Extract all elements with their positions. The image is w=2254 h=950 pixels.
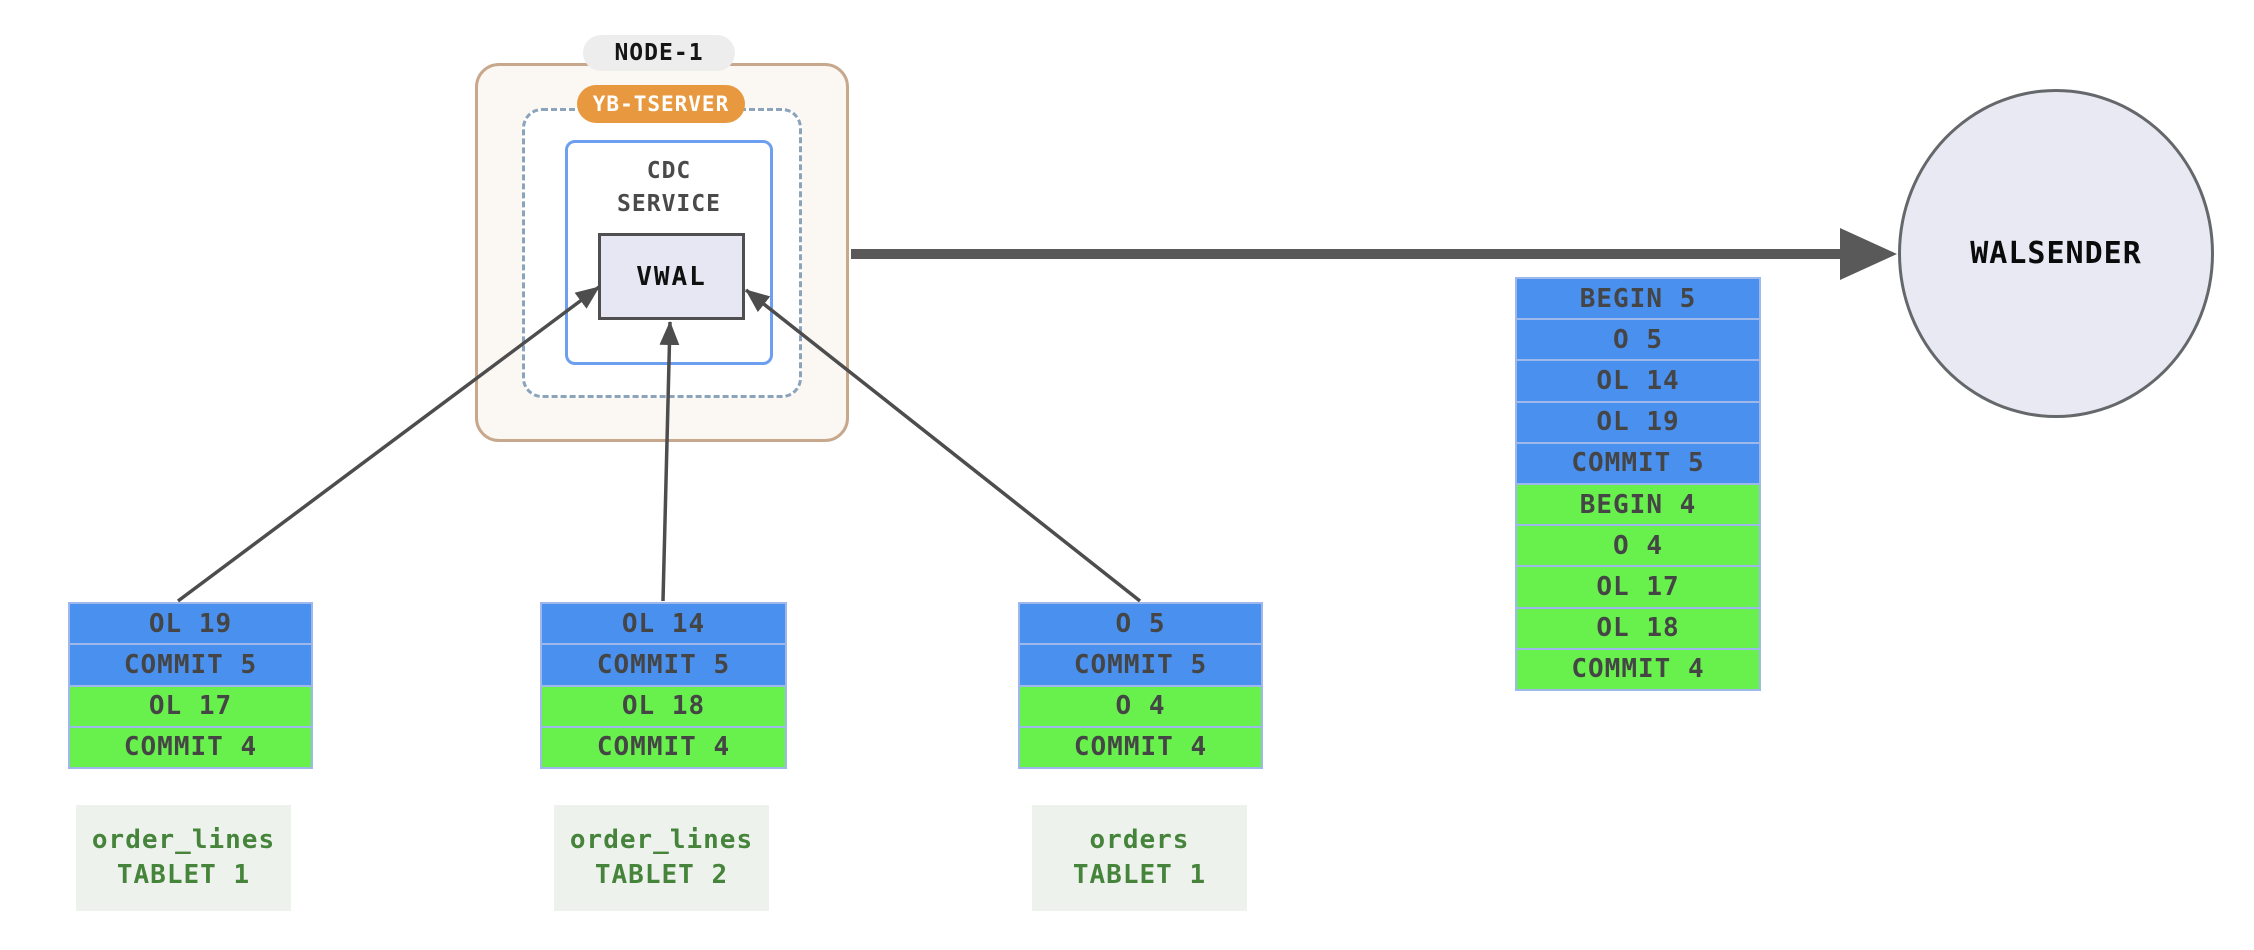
node1-label: NODE-1 [583, 35, 735, 71]
log-cell: COMMIT 5 [68, 643, 313, 687]
tablet3-table-name: orders [1089, 825, 1190, 855]
log-cell: OL 17 [68, 684, 313, 728]
log-cell: COMMIT 4 [1018, 725, 1263, 769]
tablet1-tablet-id: TABLET 1 [116, 860, 251, 890]
tablet2-name-plate: order_lines TABLET 2 [554, 805, 769, 911]
log-cell: OL 19 [68, 602, 313, 646]
log-cell: OL 18 [540, 684, 787, 728]
log-cell: BEGIN 5 [1515, 277, 1761, 321]
tablet3-name-plate: orders TABLET 1 [1032, 805, 1247, 911]
tablet1-name-plate: order_lines TABLET 1 [76, 805, 291, 911]
log-cell: COMMIT 5 [1515, 441, 1761, 486]
cdc-service-title: CDC SERVICE [617, 158, 721, 217]
log-cell: COMMIT 4 [68, 725, 313, 769]
log-cell: OL 17 [1515, 565, 1761, 609]
tablet2-tablet-id: TABLET 2 [594, 860, 729, 890]
log-cell: OL 18 [1515, 606, 1761, 650]
log-cell: COMMIT 5 [540, 643, 787, 687]
vwal-box: VWAL [598, 233, 745, 320]
tablet2-table-name: order_lines [569, 825, 754, 855]
log-cell: COMMIT 5 [1018, 643, 1263, 687]
yb-tserver-badge: YB-TSERVER [577, 85, 745, 123]
log-cell: OL 19 [1515, 400, 1761, 444]
arrow-node-to-walsender [851, 228, 1897, 280]
log-cell: OL 14 [1515, 359, 1761, 403]
log-cell: O 5 [1515, 318, 1761, 362]
log-cell: O 4 [1018, 684, 1263, 728]
log-cell: COMMIT 4 [540, 725, 787, 769]
tablet3-tablet-id: TABLET 1 [1072, 860, 1207, 890]
log-cell: O 5 [1018, 602, 1263, 646]
log-cell: COMMIT 4 [1515, 647, 1761, 692]
log-cell: BEGIN 4 [1515, 483, 1761, 527]
log-cell: O 4 [1515, 524, 1761, 568]
walsender-circle: WALSENDER [1898, 89, 2214, 418]
tablet1-table-name: order_lines [91, 825, 276, 855]
log-cell: OL 14 [540, 602, 787, 646]
